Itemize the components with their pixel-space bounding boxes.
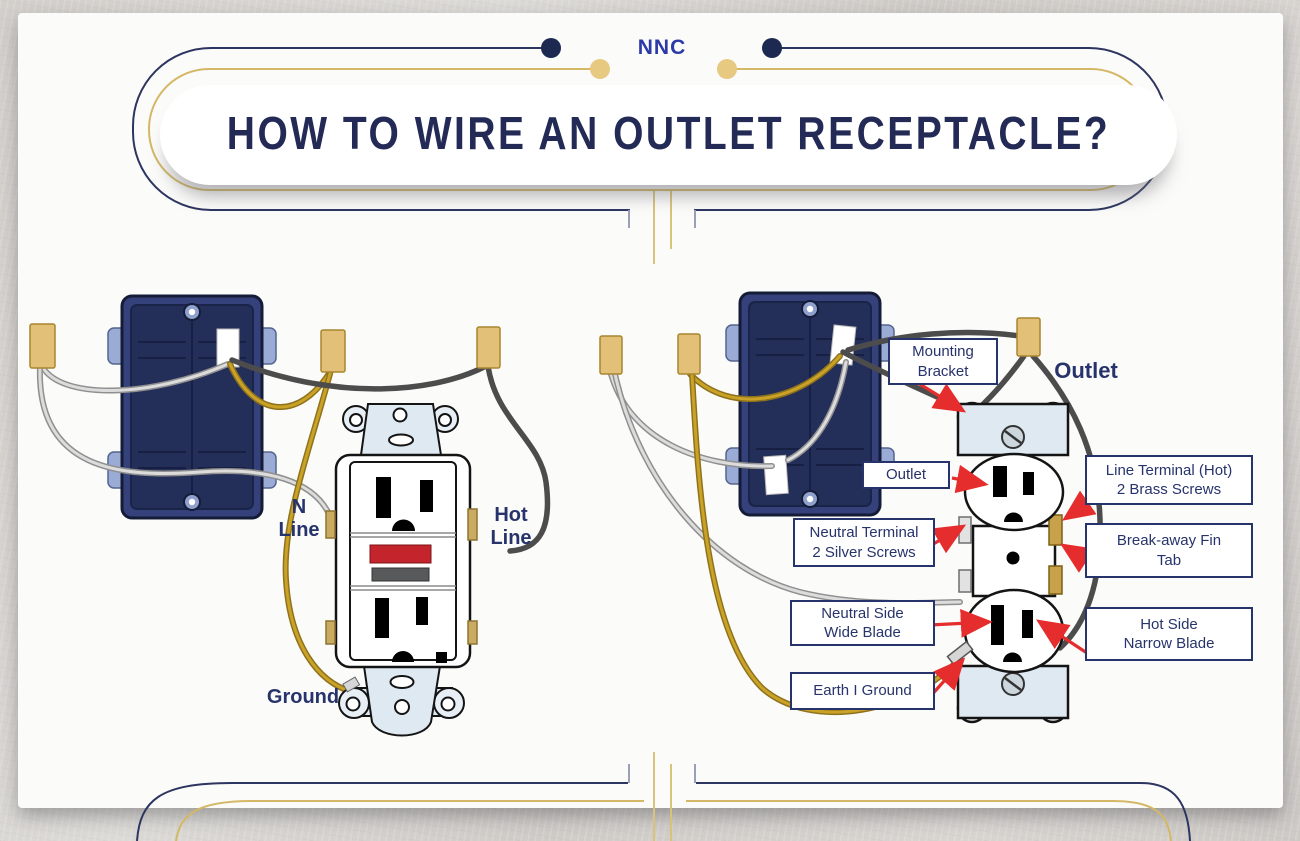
label-line: Hot bbox=[494, 504, 528, 526]
label-line: 2 Brass Screws bbox=[1116, 481, 1222, 498]
gfci-reset-button bbox=[371, 567, 430, 582]
label-line: Neutral Side bbox=[821, 604, 904, 622]
label-line: Bracket bbox=[917, 362, 969, 380]
label-line: Earth I Ground bbox=[813, 682, 912, 700]
knockout bbox=[763, 454, 789, 496]
left-electrical-box bbox=[107, 294, 277, 520]
label-line: Mounting bbox=[912, 343, 974, 360]
label-line: Narrow Blade bbox=[1123, 635, 1215, 652]
header-frame bbox=[132, 38, 1168, 264]
label-line: Outlet bbox=[885, 466, 927, 484]
label-line: 2 Silver Screws bbox=[812, 543, 916, 561]
label-n-line: N Line bbox=[270, 496, 328, 542]
page-title: HOW TO WIRE AN OUTLET RECEPTACLE? bbox=[226, 109, 1111, 160]
label-line: Line bbox=[490, 527, 532, 549]
left-wire-nuts bbox=[29, 323, 501, 373]
navy-dot-left bbox=[541, 38, 561, 58]
callout-arrows bbox=[904, 373, 1099, 701]
gfci-outlet bbox=[325, 403, 478, 737]
label-line: Tab bbox=[1156, 551, 1182, 569]
label-line: Wide Blade bbox=[824, 624, 901, 641]
footer-frame bbox=[136, 752, 1191, 841]
label-outlet: Outlet bbox=[862, 461, 950, 489]
navy-dot-right bbox=[762, 38, 782, 58]
outlet-heading: Outlet bbox=[1054, 358, 1118, 383]
gold-dot-left bbox=[590, 59, 610, 79]
label-earth-ground: Earth I Ground bbox=[790, 672, 935, 710]
label-line: Hot Side bbox=[1140, 615, 1198, 633]
duplex-outlet bbox=[946, 401, 1070, 724]
gold-dot-right bbox=[717, 59, 737, 79]
label-ground: Ground bbox=[266, 686, 340, 708]
left-wires bbox=[36, 357, 551, 695]
label-mounting-bracket: Mounting Bracket bbox=[888, 338, 998, 385]
label-hot-line: Hot Line bbox=[481, 504, 541, 550]
label-line: Line Terminal (Hot) bbox=[1105, 461, 1233, 479]
label-line-terminal: Line Terminal (Hot) 2 Brass Screws bbox=[1085, 455, 1253, 505]
label-breakaway-fin: Break-away Fin Tab bbox=[1085, 523, 1253, 578]
label-hot-side: Hot Side Narrow Blade bbox=[1085, 607, 1253, 661]
title-pill: HOW TO WIRE AN OUTLET RECEPTACLE? bbox=[160, 85, 1177, 185]
right-wire-nuts bbox=[599, 317, 1041, 375]
label-line: Line bbox=[278, 519, 320, 541]
label-line: Break-away Fin bbox=[1116, 532, 1222, 549]
label-neutral-side: Neutral Side Wide Blade bbox=[790, 600, 935, 646]
label-line: N bbox=[291, 496, 307, 518]
gfci-test-button bbox=[369, 544, 432, 564]
label-line: Neutral Terminal bbox=[809, 524, 919, 541]
label-neutral-terminal: Neutral Terminal 2 Silver Screws bbox=[793, 518, 935, 567]
brand-logo: NNC bbox=[637, 36, 687, 59]
